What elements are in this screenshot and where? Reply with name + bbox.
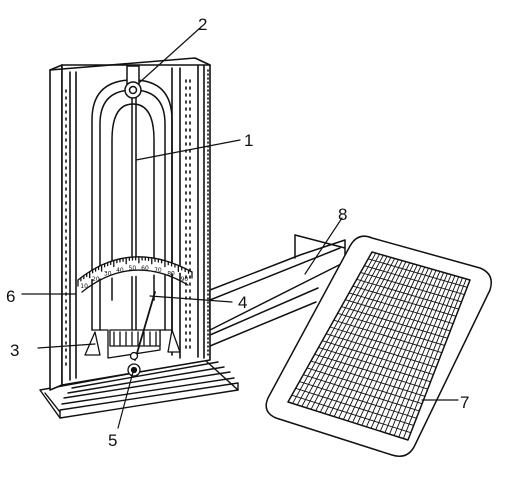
grid-line	[348, 292, 454, 325]
grid-line	[360, 272, 462, 303]
grid-line	[333, 319, 443, 354]
grid-line	[363, 265, 465, 295]
scale-tick-label: 50	[129, 265, 137, 272]
grid-tray	[265, 235, 492, 457]
scale-ticks	[77, 256, 193, 287]
grid-line	[337, 312, 446, 346]
label-7: 7	[460, 393, 469, 412]
scale-tick-label: 20	[92, 276, 100, 283]
scale-tick-label: 30	[104, 270, 112, 277]
grid-line	[310, 360, 426, 397]
label-5: 5	[108, 431, 117, 450]
grid-line	[341, 306, 448, 339]
grid-line	[325, 333, 437, 368]
pivot-point	[124, 65, 142, 99]
label-2: 2	[198, 15, 207, 34]
grid-line	[295, 387, 415, 426]
scale-tick-label: 10	[80, 283, 88, 290]
scale-tick-label: 40	[116, 267, 124, 274]
grid-line	[367, 258, 468, 288]
label-4: 4	[238, 293, 247, 312]
scale-tick-label: 60	[141, 265, 149, 272]
label-8: 8	[338, 205, 347, 224]
tray-grid-lines	[291, 252, 468, 439]
grid-line	[302, 374, 420, 412]
grid-line	[321, 340, 434, 375]
grid-line	[344, 299, 451, 332]
grid-line	[306, 367, 423, 405]
scale-tick-labels: 10 20 30 40 50 60 70 80 90	[80, 265, 188, 290]
grid-line	[329, 326, 440, 361]
grid-line	[299, 381, 417, 419]
label-3: 3	[10, 341, 19, 360]
grid-line	[356, 278, 460, 310]
scale-tick-label: 70	[154, 267, 162, 274]
lower-mechanism	[84, 291, 181, 377]
grid-line	[314, 353, 429, 390]
angle-scale	[77, 256, 193, 293]
grid-line	[318, 347, 431, 383]
label-6: 6	[6, 287, 15, 306]
label-1: 1	[244, 131, 253, 150]
grid-line	[352, 285, 457, 317]
scale-tick-label: 90	[181, 276, 189, 283]
leader-lines	[21, 27, 459, 429]
grid-line	[291, 394, 412, 434]
scale-tick-label: 80	[167, 271, 175, 278]
guide-rail	[209, 234, 346, 347]
